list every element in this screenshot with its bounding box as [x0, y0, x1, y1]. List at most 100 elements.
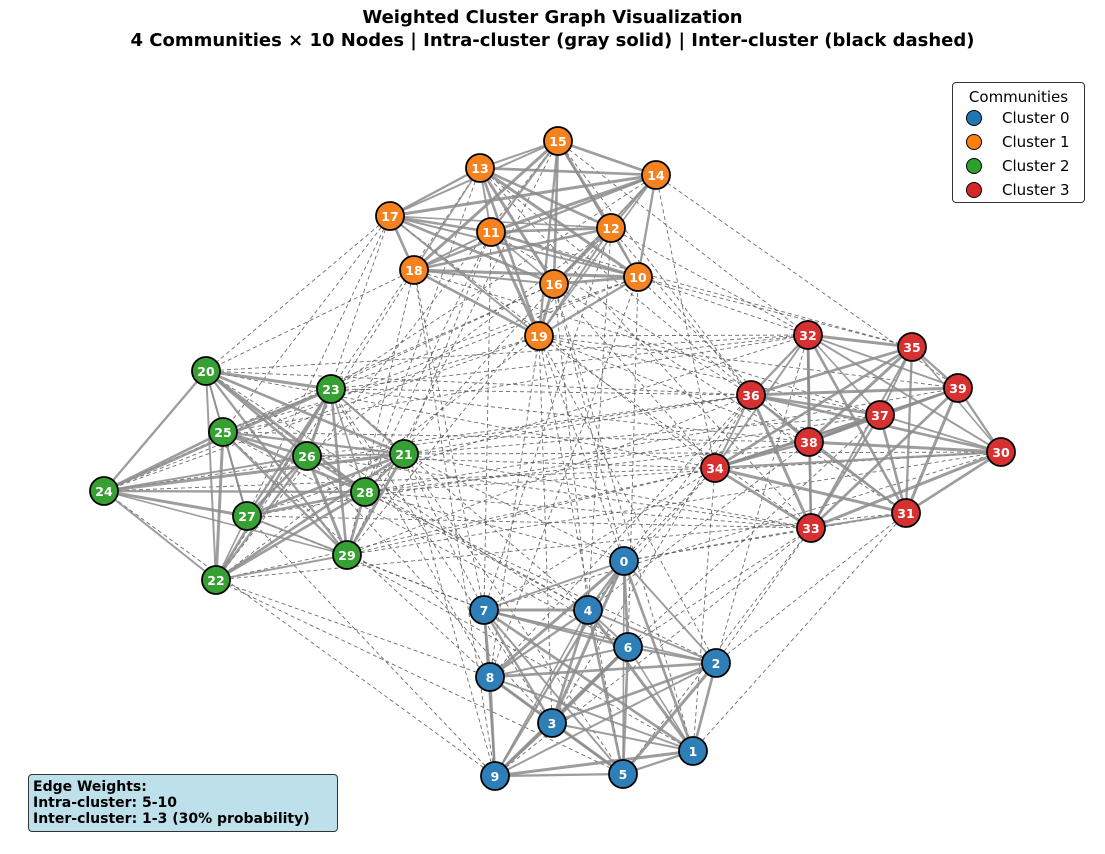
inter-edge-23-36 — [330, 388, 752, 396]
node-label-23: 23 — [322, 382, 339, 397]
inter-edge-5-19 — [538, 335, 624, 775]
node-label-28: 28 — [356, 485, 373, 500]
legend-label-cluster-2: Cluster 2 — [1002, 157, 1070, 175]
inter-edge-16-25 — [222, 283, 555, 433]
intra-edge-0-2 — [623, 560, 717, 664]
node-29: 29 — [332, 540, 362, 570]
node-circle-18 — [399, 255, 429, 285]
legend-label-cluster-3: Cluster 3 — [1002, 181, 1070, 199]
inter-edge-10-38 — [637, 276, 810, 443]
intra-edge-27-28 — [246, 490, 366, 518]
node-circle-19 — [524, 321, 554, 351]
intra-edge-12-19 — [538, 227, 612, 337]
inter-edge-29-34 — [346, 467, 716, 556]
intra-cluster-edges — [103, 139, 1002, 778]
node-label-34: 34 — [706, 461, 724, 476]
node-8: 8 — [475, 662, 505, 692]
intra-edge-24-26 — [103, 455, 308, 492]
node-circle-22 — [201, 565, 231, 595]
intra-edge-32-38 — [806, 334, 811, 443]
intra-edge-33-36 — [749, 394, 813, 529]
node-5: 5 — [608, 759, 638, 789]
intra-edge-13-16 — [478, 167, 556, 285]
legend-label-cluster-1: Cluster 1 — [1002, 133, 1070, 151]
inter-edge-6-20 — [205, 370, 629, 648]
inter-edge-10-24 — [103, 276, 639, 492]
node-14: 14 — [641, 160, 671, 190]
node-label-1: 1 — [689, 744, 698, 759]
inter-edge-22-31 — [215, 512, 907, 581]
intra-edge-11-17 — [389, 214, 492, 234]
intra-edge-31-33 — [810, 512, 907, 529]
intra-edge-24-29 — [103, 490, 348, 556]
node-27: 27 — [232, 501, 262, 531]
node-circle-33 — [796, 513, 826, 543]
inter-edge-5-21 — [403, 453, 624, 775]
intra-edge-20-24 — [103, 370, 207, 492]
legend-item-cluster-0: Cluster 0 — [966, 106, 1084, 130]
intra-edge-33-37 — [810, 414, 881, 529]
inter-edge-8-22 — [215, 579, 491, 678]
inter-edge-2-28 — [364, 491, 717, 664]
intra-edge-32-39 — [807, 334, 959, 389]
inter-edge-9-24 — [103, 490, 496, 777]
node-label-38: 38 — [800, 435, 817, 450]
node-circle-7 — [469, 595, 499, 625]
node-label-5: 5 — [619, 767, 628, 782]
inter-edge-29-36 — [346, 394, 752, 556]
legend-marker-cluster-2 — [966, 158, 982, 174]
intra-edge-15-19 — [537, 140, 560, 337]
inter-cluster-edges — [103, 140, 1002, 777]
node-label-31: 31 — [897, 506, 914, 521]
intra-edge-33-35 — [810, 346, 913, 529]
node-label-30: 30 — [992, 445, 1010, 460]
inter-edge-12-26 — [306, 227, 612, 457]
inter-edge-3-26 — [306, 455, 553, 724]
node-circle-6 — [613, 632, 643, 662]
inter-edge-0-16 — [553, 283, 625, 562]
node-28: 28 — [350, 477, 380, 507]
intra-edge-34-35 — [714, 345, 913, 470]
intra-edge-10-14 — [636, 174, 658, 278]
legend-marker-cluster-3 — [966, 182, 982, 198]
node-12: 12 — [596, 213, 626, 243]
node-circle-3 — [537, 708, 567, 738]
node-26: 26 — [292, 441, 322, 471]
intra-edge-21-29 — [345, 453, 406, 556]
node-circle-31 — [891, 498, 921, 528]
inter-edge-2-19 — [538, 335, 717, 664]
intra-edge-14-18 — [413, 173, 657, 272]
node-15: 15 — [543, 126, 573, 156]
node-16: 16 — [539, 269, 569, 299]
intra-edge-6-8 — [489, 646, 629, 678]
node-17: 17 — [375, 201, 405, 231]
inter-edge-2-31 — [715, 512, 907, 664]
node-33: 33 — [796, 513, 826, 543]
intra-edge-14-15 — [557, 139, 657, 177]
inter-edge-10-23 — [330, 276, 639, 390]
intra-edge-31-38 — [808, 441, 907, 514]
intra-edge-16-17 — [389, 214, 555, 286]
node-25: 25 — [208, 417, 238, 447]
inter-edge-18-22 — [215, 269, 415, 581]
intra-edge-11-19 — [489, 231, 541, 337]
intra-edge-8-9 — [488, 676, 497, 777]
node-circle-2 — [701, 648, 731, 678]
node-0: 0 — [609, 546, 639, 576]
inter-edge-11-28 — [364, 231, 492, 493]
inter-edge-8-23 — [330, 388, 491, 678]
intra-edge-32-35 — [807, 333, 913, 349]
inter-edge-3-19 — [538, 335, 553, 724]
inter-edge-21-33 — [403, 453, 812, 529]
edge-weights-inter: Inter-cluster: 1-3 (30% probability) — [33, 811, 310, 827]
inter-edge-4-16 — [553, 283, 589, 611]
inter-edge-15-29 — [346, 140, 559, 556]
node-19: 19 — [524, 321, 554, 351]
node-circle-11 — [476, 217, 506, 247]
intra-edge-20-23 — [205, 369, 332, 391]
node-35: 35 — [897, 332, 927, 362]
intra-edge-22-28 — [215, 490, 366, 582]
inter-edge-16-34 — [553, 283, 716, 469]
intra-edge-30-38 — [808, 440, 1002, 454]
intra-edge-17-19 — [389, 215, 540, 337]
